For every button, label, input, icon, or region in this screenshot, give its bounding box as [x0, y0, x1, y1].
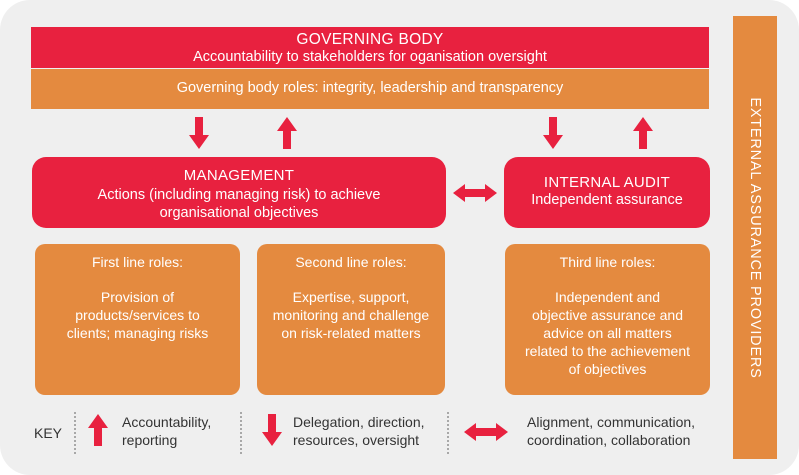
arrow-up-icon — [633, 117, 653, 149]
key-delegation-line: resources, oversight — [293, 432, 420, 448]
second-line-description-line: Expertise, support, — [292, 289, 410, 305]
third-line-roles-box: Third line roles: Independent and object… — [505, 244, 710, 395]
second-line-description-line: monitoring and challenge — [272, 307, 430, 323]
external-assurance-providers-bar: EXTERNAL ASSURANCE PROVIDERS — [733, 16, 777, 459]
second-line-roles-box: Second line roles: Expertise, support, m… — [257, 244, 445, 395]
internal-audit-subtitle: Independent assurance — [531, 192, 683, 208]
governing-body-box: GOVERNING BODY Accountability to stakeho… — [31, 27, 709, 68]
management-description-line: Actions (including managing risk) to ach… — [97, 187, 381, 203]
governing-body-title: GOVERNING BODY — [296, 31, 444, 48]
arrow-up-icon — [88, 414, 108, 446]
third-line-description-line: advice on all matters — [543, 325, 672, 341]
double-arrow-icon — [453, 184, 497, 202]
key-alignment-text: Alignment, communication, coordination, … — [527, 413, 695, 449]
third-line-roles-description: Independent and objective assurance and … — [513, 288, 702, 378]
third-line-description-line: of objectives — [568, 361, 647, 377]
arrow-down-icon — [543, 117, 563, 149]
first-line-description-line: clients; managing risks — [66, 325, 209, 341]
key-separator — [240, 412, 242, 454]
internal-audit-title: INTERNAL AUDIT — [543, 174, 671, 191]
second-line-roles-description: Expertise, support, monitoring and chall… — [265, 288, 437, 342]
governing-body-roles-text: Governing body roles: integrity, leaders… — [176, 80, 564, 96]
arrow-down-icon — [189, 117, 209, 149]
arrow-up-icon — [277, 117, 297, 149]
external-assurance-providers-label: EXTERNAL ASSURANCE PROVIDERS — [747, 96, 763, 379]
key-accountability-line: Accountability, — [122, 414, 212, 430]
key-alignment-line: coordination, collaboration — [527, 432, 691, 448]
third-line-description-line: objective assurance and — [532, 307, 683, 323]
key-delegation-line: Delegation, direction, — [293, 414, 425, 430]
key-separator — [74, 412, 76, 454]
third-line-description-line: related to the achievement — [525, 343, 690, 359]
management-title: MANAGEMENT — [183, 167, 295, 184]
key-alignment-line: Alignment, communication, — [527, 414, 696, 430]
double-arrow-icon — [464, 423, 508, 441]
internal-audit-box: INTERNAL AUDIT Independent assurance — [504, 157, 710, 228]
third-line-roles-title: Third line roles: — [559, 254, 656, 270]
key-separator — [447, 412, 449, 454]
first-line-roles-description: Provision of products/services to client… — [43, 288, 232, 342]
key-accountability-text: Accountability, reporting — [122, 413, 211, 449]
first-line-description-line: Provision of — [100, 289, 175, 305]
management-description-line: organisational objectives — [159, 205, 319, 221]
management-box: MANAGEMENT Actions (including managing r… — [32, 157, 446, 228]
governing-body-roles-box: Governing body roles: integrity, leaders… — [31, 69, 709, 109]
key-label: KEY — [34, 425, 63, 441]
first-line-roles-title: First line roles: — [91, 254, 184, 270]
first-line-roles-box: First line roles: Provision of products/… — [35, 244, 240, 395]
key-delegation-text: Delegation, direction, resources, oversi… — [293, 413, 425, 449]
first-line-description-line: products/services to — [75, 307, 200, 323]
management-description: Actions (including managing risk) to ach… — [52, 186, 426, 222]
governing-body-subtitle: Accountability to stakeholders for ogani… — [193, 49, 547, 65]
arrow-down-icon — [262, 414, 282, 446]
key-accountability-line: reporting — [122, 432, 178, 448]
third-line-description-line: Independent and — [554, 289, 661, 305]
second-line-description-line: on risk-related matters — [281, 325, 421, 341]
second-line-roles-title: Second line roles: — [295, 254, 407, 270]
